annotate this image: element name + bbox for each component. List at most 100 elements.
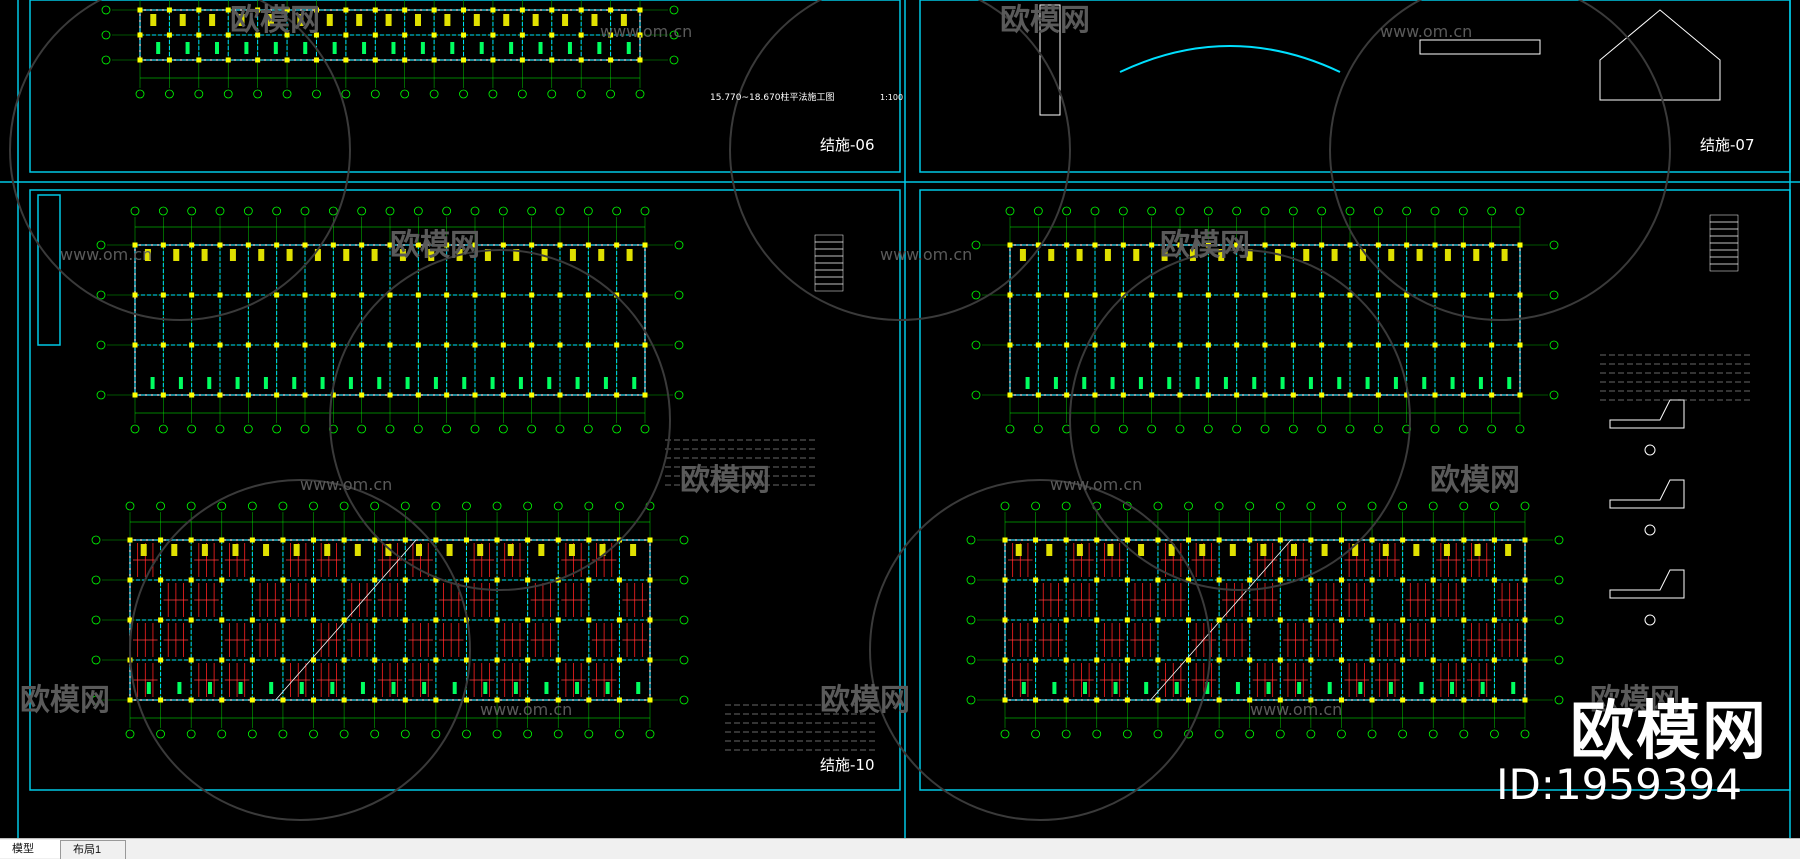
- column-marker: [1461, 537, 1467, 543]
- column-marker: [387, 392, 393, 398]
- sheet-label-top-right: 结施-07: [1700, 136, 1755, 154]
- axis-bubble: [1288, 206, 1298, 216]
- column-marker: [1369, 537, 1375, 543]
- axis-bubble: [96, 390, 106, 400]
- axis-bubble: [1490, 729, 1499, 739]
- annotation-mark: [201, 544, 208, 556]
- axis-bubble: [1306, 729, 1316, 739]
- annotation-mark: [1161, 249, 1168, 261]
- annotation-mark: [1076, 249, 1083, 261]
- column-marker: [461, 32, 467, 38]
- column-marker: [137, 7, 143, 13]
- watermark-circle: [729, 0, 1071, 321]
- column-marker: [255, 32, 261, 38]
- annotation-mark: [1331, 249, 1338, 261]
- axis-bubble: [96, 290, 106, 300]
- annotation-mark: [452, 682, 457, 694]
- axis-bubble: [1490, 501, 1499, 511]
- tab-model[interactable]: 模型: [0, 840, 61, 858]
- annotation-mark: [1291, 544, 1297, 556]
- column-marker: [1035, 242, 1041, 248]
- annotation-mark: [238, 682, 243, 694]
- sheet-label-bottom-left: 结施-10: [820, 756, 875, 774]
- annotation-mark: [1413, 544, 1420, 556]
- axis-bubble: [606, 89, 615, 99]
- axis-bubble: [194, 89, 204, 99]
- axis-bubble: [669, 5, 679, 15]
- column-marker: [555, 657, 561, 663]
- annotation-mark: [146, 682, 151, 694]
- gable-section: [1599, 9, 1721, 101]
- column-marker: [1124, 697, 1130, 703]
- column-marker: [196, 7, 202, 13]
- axis-bubble: [158, 424, 168, 434]
- axis-bubble: [339, 729, 349, 739]
- annotation-mark: [1473, 249, 1480, 261]
- legend-row: [814, 269, 844, 278]
- axis-bubble: [278, 501, 288, 511]
- annotation-mark: [314, 249, 321, 261]
- axis-bubble: [492, 729, 502, 739]
- watermark-text: 欧模网: [1590, 683, 1680, 718]
- column-marker: [372, 537, 378, 543]
- axis-bubble: [125, 501, 135, 511]
- axis-bubble: [130, 206, 140, 216]
- annotation-mark: [292, 377, 297, 389]
- axis-bubble: [125, 729, 135, 739]
- annotation-mark: [446, 544, 453, 556]
- column-marker: [330, 242, 336, 248]
- axis-bubble: [669, 55, 679, 65]
- column-marker: [249, 657, 255, 663]
- column-marker: [1064, 242, 1070, 248]
- column-marker: [642, 342, 648, 348]
- axis-bubble: [1245, 501, 1255, 511]
- column-marker: [608, 32, 614, 38]
- column-marker: [132, 392, 138, 398]
- axis-bubble: [1175, 206, 1185, 216]
- column-marker: [1186, 617, 1192, 623]
- axis-bubble: [1147, 424, 1157, 434]
- sheet-frame: [29, 189, 901, 791]
- annotation-mark: [269, 682, 274, 694]
- annotation-mark: [1025, 377, 1030, 389]
- axis-bubble: [91, 695, 101, 705]
- axis-bubble: [1458, 206, 1468, 216]
- axis-bubble: [217, 729, 227, 739]
- legend-row: [814, 241, 844, 250]
- column-marker: [1216, 537, 1222, 543]
- column-marker: [1002, 577, 1008, 583]
- column-marker: [1491, 697, 1497, 703]
- column-marker: [1432, 392, 1438, 398]
- axis-bubble: [101, 30, 111, 40]
- axis-bubble: [1520, 729, 1530, 739]
- axis-bubble: [400, 729, 410, 739]
- axis-bubble: [971, 340, 981, 350]
- axis-bubble: [1000, 729, 1010, 739]
- axis-bubble: [385, 424, 395, 434]
- column-marker: [160, 292, 166, 298]
- legend-row: [1709, 235, 1739, 244]
- axis-bubble: [1373, 206, 1383, 216]
- legend-row: [1709, 228, 1739, 237]
- column-marker: [1375, 242, 1381, 248]
- column-marker: [313, 32, 319, 38]
- column-marker: [1338, 577, 1344, 583]
- legend-row: [814, 262, 844, 271]
- axis-bubble: [1515, 206, 1525, 216]
- tab-layout1[interactable]: 布局1: [60, 840, 126, 859]
- annotation-mark: [433, 377, 438, 389]
- column-marker: [549, 32, 555, 38]
- floor-plan: [966, 501, 1564, 739]
- axis-bubble: [612, 206, 622, 216]
- annotation-mark: [415, 14, 421, 26]
- axis-bubble: [1214, 501, 1224, 511]
- annotation-mark: [144, 249, 151, 261]
- floor-plan: [96, 206, 684, 434]
- column-marker: [555, 697, 561, 703]
- column-marker: [1124, 537, 1130, 543]
- column-marker: [387, 292, 393, 298]
- column-marker: [341, 657, 347, 663]
- annotation-mark: [544, 682, 549, 694]
- column-marker: [1033, 577, 1039, 583]
